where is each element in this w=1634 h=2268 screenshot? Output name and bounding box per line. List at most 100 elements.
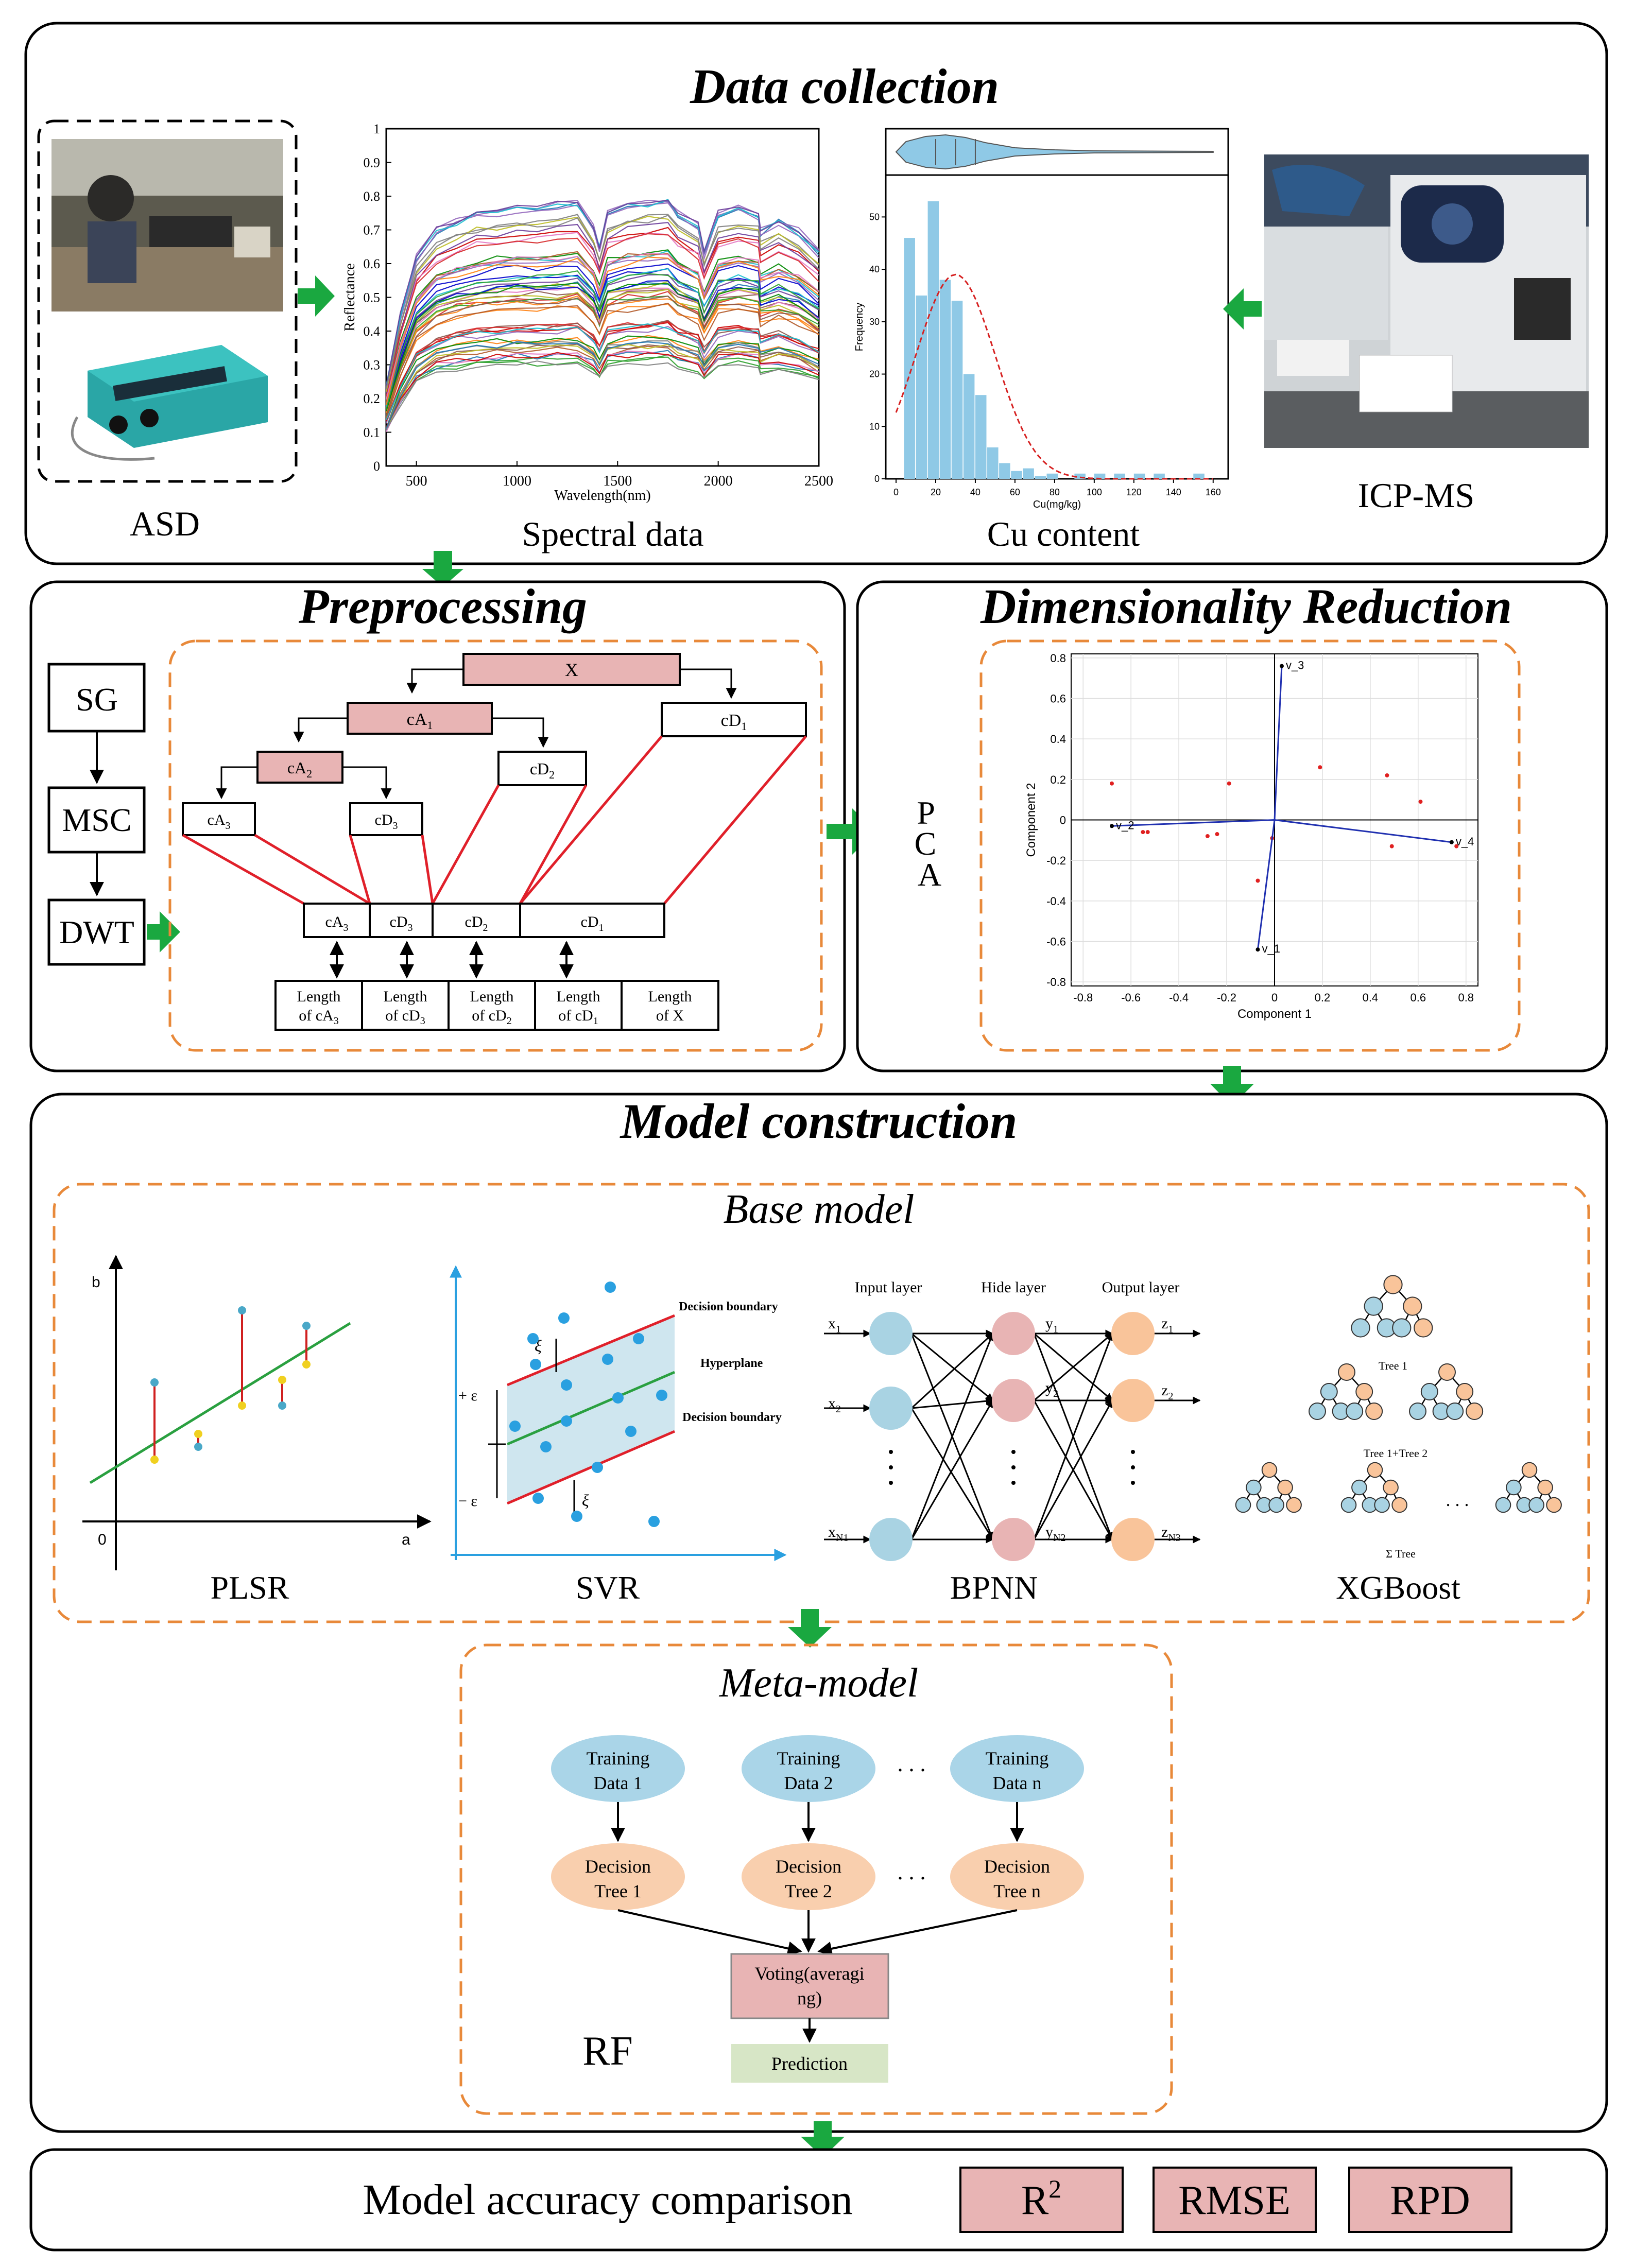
metric-rpd-box — [1348, 2167, 1512, 2233]
tree-node-cd1 — [661, 702, 807, 737]
spectrum-line — [385, 232, 819, 397]
tree-x-label: X — [565, 660, 578, 680]
cu-xtick-label: 40 — [970, 487, 981, 497]
arrow-model-to-accuracy — [801, 2121, 845, 2157]
cu-hist-bar — [1035, 476, 1046, 479]
xgb-tree-node — [1355, 1383, 1373, 1400]
bpnn-ellipsis-dot — [1131, 1481, 1135, 1485]
pca-ytick-label: -0.6 — [1046, 935, 1066, 948]
icpms-photo — [1264, 154, 1589, 448]
sg-label: SG — [76, 681, 118, 718]
spectral-xtick-label: 1500 — [603, 473, 632, 489]
plsr-sample-point — [238, 1306, 246, 1314]
length-cd2-l1: Length — [470, 988, 514, 1005]
metric-rmse: RMSE — [1178, 2178, 1291, 2223]
cu-hist-bar — [916, 295, 927, 479]
xgb-tree-node — [1320, 1383, 1338, 1400]
svr-sample-point — [612, 1392, 624, 1404]
tree-2-l1: Decision — [776, 1856, 841, 1877]
bpnn-edge — [1034, 1332, 1113, 1401]
xgb-tree-node — [1537, 1479, 1553, 1496]
pca-point — [1205, 834, 1210, 838]
bpnn-output-z1: z1 — [1161, 1315, 1173, 1335]
pca-point — [1215, 832, 1219, 837]
strip-ca3: cA3 — [325, 913, 349, 933]
cu-hist-bar — [939, 280, 951, 479]
plsr-fitted-point — [194, 1430, 202, 1438]
pca-vector-label: v_1 — [1262, 942, 1280, 955]
prediction-box — [731, 2044, 888, 2083]
pca-xtick-label: 0 — [1271, 991, 1278, 1004]
svr-decision-bottom: Decision boundary — [682, 1411, 782, 1424]
plsr-sample-point — [194, 1443, 202, 1451]
xgb-tree-node — [1383, 1479, 1399, 1496]
asd-lab-photo — [51, 139, 283, 311]
xgb-tree-node — [1546, 1497, 1562, 1513]
spectral-xtick-label: 500 — [406, 473, 427, 489]
tree-n-l2: Tree n — [993, 1881, 1041, 1901]
dwt-tree: X cA1 cD1 cA2 cD2 cA3 — [168, 639, 823, 1052]
plsr-axis-a: a — [402, 1531, 410, 1548]
spectral-ytick-label: 0 — [373, 459, 380, 474]
arrow-pca-to-model — [1210, 1066, 1254, 1106]
pca-ytick-label: 0.6 — [1050, 692, 1066, 705]
pca-vector-label: v_3 — [1286, 659, 1304, 672]
xgb-tree-node — [1338, 1363, 1355, 1381]
spectrum-line — [385, 343, 819, 430]
cu-xtick-label: 160 — [1206, 487, 1221, 497]
length-row: Length of cA3 Length of cD3 Length of cD… — [274, 980, 719, 1031]
arrow-collection-to-preprocessing — [422, 551, 463, 587]
xgb-tree-node — [1286, 1497, 1302, 1513]
pca-point — [1145, 830, 1150, 835]
spectrum-line — [385, 323, 819, 420]
tree-dots: . . . — [898, 1859, 926, 1884]
plsr-fitted-point — [278, 1376, 286, 1384]
voting-box — [730, 1953, 889, 2019]
pca-xtick-label: 0.4 — [1363, 991, 1379, 1004]
plsr-sample-point — [278, 1401, 286, 1410]
msc-box — [47, 786, 146, 854]
pca-point — [1318, 765, 1322, 770]
cu-xtick-label: 0 — [893, 487, 899, 497]
spectral-ytick-label: 0.4 — [364, 324, 381, 339]
svr-xi-bottom: ξ — [582, 1491, 589, 1510]
svr-hyperplane: Hyperplane — [700, 1357, 763, 1370]
svr-sample-point — [656, 1390, 667, 1401]
cu-content-label: Cu content — [987, 514, 1140, 553]
spectral-ytick-label: 1 — [373, 122, 380, 136]
plsr-sample-point — [302, 1322, 311, 1330]
cu-xtick-label: 80 — [1050, 487, 1060, 497]
bpnn-input-x2: x2 — [828, 1395, 841, 1415]
cu-ytick-label: 50 — [869, 212, 880, 222]
bpnn-input-xn: xN1 — [828, 1523, 848, 1544]
decision-tree-n — [950, 1843, 1084, 1910]
bpnn-ellipsis-dot — [1011, 1450, 1016, 1454]
pca-point — [1418, 800, 1423, 804]
cu-hist-bar — [904, 238, 915, 479]
training-2-l1: Training — [777, 1748, 840, 1769]
xgb-tree-node — [1409, 1403, 1426, 1420]
xgb-tree-node — [1383, 1275, 1403, 1294]
svr-decision-top: Decision boundary — [679, 1300, 778, 1313]
plsr-diagram: b a 0 — [82, 1255, 432, 1570]
spectral-ytick-label: 0.5 — [364, 290, 381, 305]
tree-ca1-label: cA1 — [407, 710, 433, 732]
metric-rmse-box — [1153, 2167, 1317, 2233]
length-cd3-l2: of cD3 — [385, 1007, 425, 1027]
voting-l2: ng) — [797, 1988, 822, 2009]
svr-sample-point — [540, 1441, 552, 1452]
preprocess-steps: SG MSC DWT — [47, 663, 180, 966]
xgb-tree1-label: Tree 1 — [1379, 1359, 1407, 1372]
asd-image-group — [37, 119, 298, 483]
bpnn-output-z2: z2 — [1161, 1382, 1173, 1402]
pca-point — [1389, 844, 1394, 849]
xgb-tree-node — [1364, 1296, 1383, 1316]
pca-vector — [1274, 666, 1283, 820]
dim-reduction-panel: Dimensionality Reduction P C A -0.8-0.6-… — [856, 579, 1608, 1072]
spectrum-line — [385, 199, 819, 388]
spectral-ytick-label: 0.3 — [364, 358, 381, 373]
tree-1-l1: Decision — [585, 1856, 651, 1877]
spectrum-line — [385, 263, 819, 404]
cu-ytick-label: 30 — [869, 317, 880, 327]
